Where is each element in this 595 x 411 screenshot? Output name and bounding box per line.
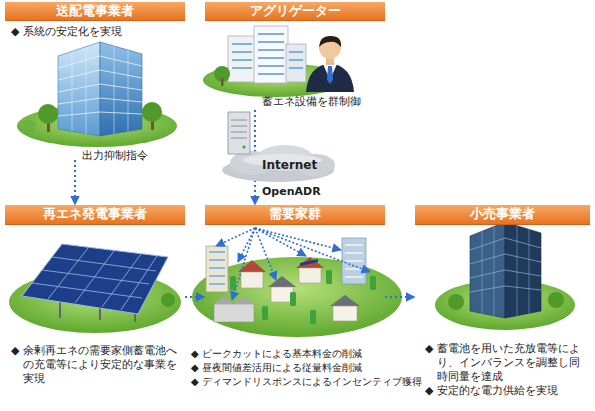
command-label: 蓄エネ設備を群制御 xyxy=(262,95,361,109)
aggregator-office xyxy=(203,26,354,97)
retailer-building-part xyxy=(448,294,464,310)
retailer-building-part xyxy=(548,292,564,308)
control-fan-arrows-part xyxy=(232,228,255,300)
control-fan-arrows xyxy=(216,228,370,300)
customer-group-part xyxy=(209,252,225,284)
customer-group-part xyxy=(326,270,332,284)
control-fan-arrows-part xyxy=(255,228,306,256)
solar-plant xyxy=(9,244,181,333)
customer-group-part xyxy=(230,276,236,290)
actor-panel: 再エネ発電事業者 ◆ 余剰再エネの需要家側蓄電池への充電等により安定的な事業を実現 xyxy=(5,205,185,403)
grid-operator-building-part xyxy=(142,102,162,122)
customer-group-part xyxy=(342,238,366,284)
benefit-bullet: ◆ ピークカットによる基本料金の削減 xyxy=(191,347,425,361)
customer-group-part xyxy=(214,304,254,322)
benefit-bullet: ◆ 蓄電池を用いた充放電等により、インバランスを調整し同時同量を達成 xyxy=(425,342,588,384)
customer-group-part xyxy=(241,272,263,288)
bullet-list: ◆ 蓄電池を用いた充放電等により、インバランスを調整し同時同量を達成◆ 安定的な… xyxy=(425,342,588,398)
grid-operator-building-part xyxy=(72,46,128,134)
actor-panel: 小売事業者 ◆ 蓄電池を用いた充放電等により、インバランスを調整し同時同量を達成◆… xyxy=(415,205,590,405)
control-fan-arrows-part xyxy=(255,228,341,250)
benefit-bullet: ◆ 余剰再エネの需要家側蓄電池への充電等により安定的な事業を実現 xyxy=(11,344,179,386)
customer-group-part xyxy=(370,276,376,290)
grid-operator-building xyxy=(17,42,177,147)
actor-heading-band: 再エネ発電事業者 xyxy=(5,205,185,225)
retailer-building-part xyxy=(470,238,541,292)
retailer-building-part xyxy=(505,222,541,318)
customer-group-part xyxy=(206,246,228,292)
actor-heading-band: 送配電事業者 xyxy=(5,2,185,21)
internet-cloud-part xyxy=(222,158,334,182)
internet-cloud-part xyxy=(295,154,335,176)
bullet-list: ◆ 系統の安定化を実現 xyxy=(11,25,183,39)
command-label: 出力抑制指令 xyxy=(82,148,148,163)
network-label: OpenADR xyxy=(262,185,321,198)
customer-group-part xyxy=(330,295,360,306)
aggregator-office-part xyxy=(319,36,341,47)
customer-group xyxy=(192,228,402,337)
grid-operator-building-part xyxy=(38,104,58,124)
internet-cloud xyxy=(222,145,335,182)
customer-group-part xyxy=(310,310,316,324)
internet-cloud-part xyxy=(257,145,313,171)
dotted-arrow xyxy=(385,296,415,298)
aggregator-office-part xyxy=(221,78,224,86)
customer-group-part xyxy=(262,306,268,320)
dotted-arrow xyxy=(254,110,256,205)
customer-group-part xyxy=(271,287,293,302)
solar-plant-part xyxy=(22,244,168,314)
aggregator-office-part xyxy=(232,34,303,74)
internet-cloud-part xyxy=(230,151,274,175)
solar-plant-part xyxy=(161,293,175,307)
server-icon-part xyxy=(242,145,245,148)
actor-heading-band: アグリゲーター xyxy=(205,2,385,21)
control-fan-arrows-part xyxy=(216,228,255,246)
bullet-list: ◆ 余剰再エネの需要家側蓄電池への充電等により安定的な事業を実現 xyxy=(11,344,179,386)
dotted-arrow xyxy=(74,160,76,205)
server-icon-part xyxy=(231,120,247,138)
aggregator-office-part xyxy=(327,66,333,84)
server-icon-part xyxy=(228,112,250,154)
control-fan-arrows-part xyxy=(238,228,255,262)
customer-group-part xyxy=(214,296,254,304)
actor-panel: 需要家群◆ ピークカットによる基本料金の削減◆ 昼夜間値差活用による従量料金削減… xyxy=(205,205,385,400)
control-fan-arrows-part xyxy=(255,228,276,280)
benefit-bullet: ◆ ディマンドリスポンスによるインセンティブ獲得 xyxy=(191,375,425,389)
control-fan-arrows-part xyxy=(255,228,370,272)
grid-operator-building-part xyxy=(58,42,100,136)
network-label: Internet xyxy=(262,158,317,172)
retailer-building-part xyxy=(470,222,505,318)
customer-group-part xyxy=(300,259,318,266)
benefit-bullet: ◆ 昼夜間値差活用による従量料金削減 xyxy=(191,361,425,375)
grid-operator-building-part xyxy=(58,56,142,116)
grid-operator-building-part xyxy=(24,120,36,132)
customer-group-part xyxy=(290,292,296,306)
dotted-arrow xyxy=(185,296,205,298)
customer-group-part xyxy=(333,306,357,321)
actor-panel: アグリゲーター xyxy=(205,2,385,110)
retailer-building-part xyxy=(482,226,529,316)
internet-cloud-part xyxy=(242,154,322,166)
customer-group-part xyxy=(268,276,296,287)
benefit-bullet: ◆ 系統の安定化を実現 xyxy=(11,25,183,39)
bullet-list: ◆ ピークカットによる基本料金の削減◆ 昼夜間値差活用による従量料金削減◆ ディ… xyxy=(191,347,425,389)
aggregator-office-part xyxy=(286,44,306,82)
actor-heading-band: 需要家群 xyxy=(205,205,385,225)
solar-plant-part xyxy=(48,248,157,310)
actor-heading-band: 小売事業者 xyxy=(415,205,590,225)
retailer-building xyxy=(435,222,575,330)
server-icon xyxy=(228,112,250,154)
actor-panel: 送配電事業者 ◆ 系統の安定化を実現 xyxy=(5,2,185,160)
benefit-bullet: ◆ 安定的な電力供給を実現 xyxy=(425,384,588,398)
aggregator-office-part xyxy=(306,63,354,92)
customer-group-part xyxy=(345,245,363,277)
customer-group-part xyxy=(299,268,321,283)
customer-group-part xyxy=(296,257,324,268)
